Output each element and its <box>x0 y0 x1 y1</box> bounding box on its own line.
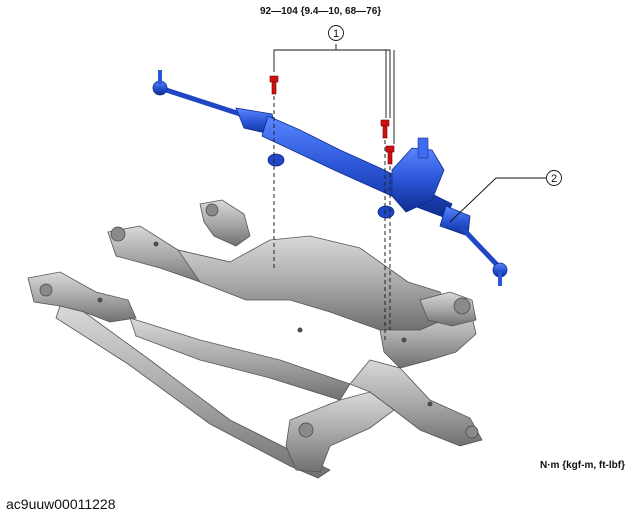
mount-bushing <box>453 297 471 315</box>
front-subframe <box>27 199 483 479</box>
callout-1-leader <box>273 44 395 144</box>
mount-bushing <box>205 203 219 217</box>
figure-id: ac9uuw00011228 <box>6 496 116 512</box>
tie-rod-stud-right <box>498 272 502 286</box>
pinion-shaft <box>417 137 429 159</box>
mount-bushing <box>110 226 126 242</box>
callout-leaders <box>273 44 546 223</box>
subframe-lower-rail <box>55 305 331 479</box>
pinion-housing <box>391 147 445 213</box>
callout-number-2: 2 <box>551 173 557 185</box>
callout-2: 2 <box>546 170 562 186</box>
subframe-hole <box>427 401 433 407</box>
subframe-hole <box>401 337 407 343</box>
callout-circle-icon <box>546 170 562 186</box>
tie-rod-right <box>459 225 503 271</box>
bolt-icon <box>269 75 279 95</box>
steering-gear-and-linkage <box>152 70 508 286</box>
bolt-install-lines <box>273 96 391 340</box>
rack-mount-bushing-left <box>267 153 285 167</box>
bolt-icon <box>385 145 395 165</box>
subframe-hole <box>297 327 303 333</box>
torque-spec-label: 92—104 {9.4—10, 68—76} <box>260 6 382 17</box>
subframe-left-arm <box>27 271 137 323</box>
tie-rod-stud-left <box>158 70 162 84</box>
subframe-center-body <box>177 235 453 331</box>
callout-1: 1 <box>328 25 344 41</box>
subframe-front-crossmember <box>285 391 395 473</box>
subframe-hole <box>97 297 103 303</box>
callout-circle-icon <box>328 25 344 41</box>
subframe-holes <box>97 241 433 407</box>
subframe-inner-rail <box>129 317 351 401</box>
subframe-mounts <box>39 203 479 439</box>
subframe-right-arm <box>349 359 483 447</box>
subframe-hole <box>153 241 159 247</box>
callout-2-leader <box>449 177 546 223</box>
mount-bushing <box>465 425 479 439</box>
torque-units-label: N·m {kgf-m, ft-lbf} <box>540 460 625 471</box>
bolt-icon <box>380 119 390 139</box>
tie-rod-left <box>157 85 243 117</box>
mount-bushing <box>39 283 53 297</box>
rack-mount-bushing-right <box>377 205 395 219</box>
callout-number-1: 1 <box>333 28 339 40</box>
mount-bushing <box>298 422 314 438</box>
mounting-bolts <box>269 75 395 165</box>
